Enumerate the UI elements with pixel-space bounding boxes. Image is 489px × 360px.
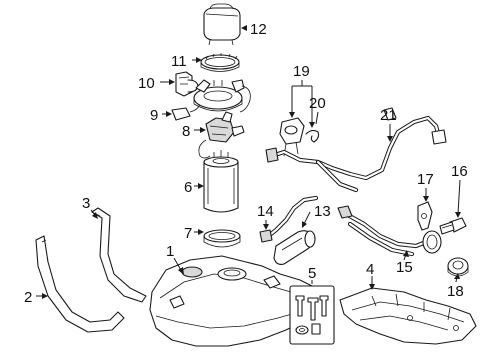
callout-15: 15 bbox=[396, 259, 413, 276]
part-4-heat-shield bbox=[339, 287, 477, 345]
callout-20: 20 bbox=[309, 95, 326, 112]
callout-10: 10 bbox=[138, 75, 155, 92]
callout-21: 21 bbox=[380, 107, 397, 124]
callout-2: 2 bbox=[24, 289, 32, 306]
callout-6: 6 bbox=[184, 179, 192, 196]
callout-11: 11 bbox=[171, 53, 187, 70]
part-9-connector bbox=[171, 103, 201, 121]
part-8-pump-module bbox=[205, 111, 245, 143]
part-13-filler-hose bbox=[273, 230, 316, 265]
callout-14: 14 bbox=[257, 203, 274, 220]
callout-labels: 12 11 10 9 8 6 7 1 2 3 19 20 21 14 13 5 … bbox=[24, 21, 468, 306]
callout-17: 17 bbox=[417, 171, 434, 188]
leader-lines bbox=[36, 25, 461, 299]
part-20-retainer bbox=[305, 129, 320, 143]
part-12-cover bbox=[203, 3, 241, 46]
callout-19: 19 bbox=[293, 63, 310, 80]
part-15-filler-neck bbox=[337, 205, 442, 257]
part-21-vent-line bbox=[265, 107, 447, 193]
part-10-clip bbox=[175, 71, 199, 97]
part-6-filter bbox=[203, 150, 239, 213]
callout-7: 7 bbox=[184, 225, 192, 242]
part-11-lock-ring bbox=[200, 53, 240, 72]
callout-8: 8 bbox=[182, 123, 190, 140]
callout-18: 18 bbox=[447, 283, 464, 300]
callout-1: 1 bbox=[166, 243, 174, 260]
callout-3: 3 bbox=[82, 195, 90, 212]
part-1-fuel-tank bbox=[149, 255, 321, 347]
part-14-hose bbox=[259, 195, 319, 243]
callout-16: 16 bbox=[451, 163, 468, 180]
part-3-tank-strap bbox=[91, 207, 147, 303]
part-16-bolt bbox=[439, 217, 467, 235]
pump-flange-assembly bbox=[193, 79, 251, 113]
part-17-bracket bbox=[417, 201, 433, 231]
callout-13: 13 bbox=[314, 203, 331, 220]
part-19-valve bbox=[279, 117, 305, 157]
callout-12: 12 bbox=[250, 21, 267, 38]
part-7-seal-ring bbox=[203, 229, 241, 248]
callout-4: 4 bbox=[366, 261, 374, 278]
callout-9: 9 bbox=[150, 107, 158, 124]
part-5-hardware-kit bbox=[289, 285, 335, 345]
part-2-tank-strap bbox=[35, 235, 125, 333]
callout-5: 5 bbox=[308, 265, 316, 282]
